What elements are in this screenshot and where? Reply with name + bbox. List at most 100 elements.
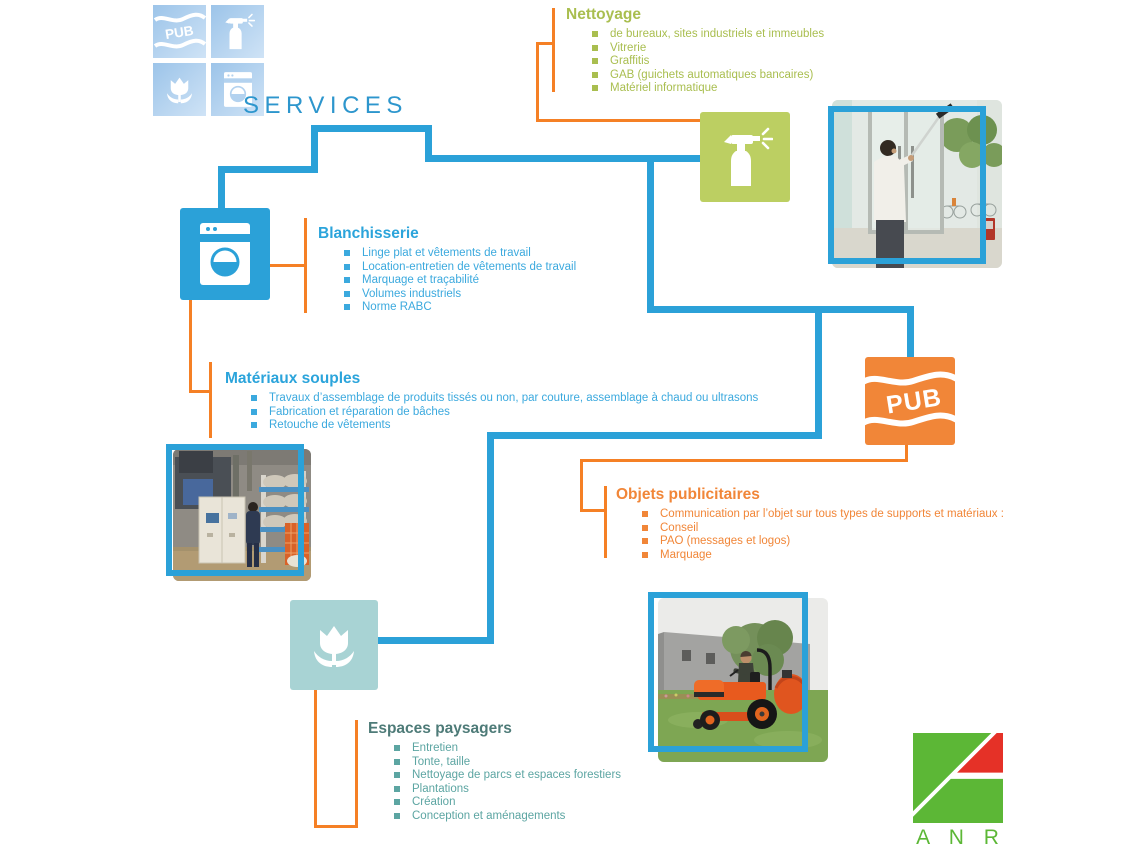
anr-logo: [913, 733, 1003, 823]
list-item: Marquage: [616, 549, 1076, 563]
blue-connector-segment: [647, 306, 914, 313]
tile-blanchisserie: [180, 208, 270, 300]
pub-waves-icon: PUB: [865, 371, 955, 427]
orange-connector-segment: [536, 42, 555, 45]
list-item: Matériel informatique: [566, 82, 986, 96]
section-items: Travaux d’assemblage de produits tissés …: [225, 392, 1065, 433]
anr-logo-icon: [913, 733, 1003, 823]
orange-connector-segment: [189, 300, 192, 393]
photo-frame: [166, 444, 304, 576]
spray-bottle-icon: [724, 127, 773, 186]
list-item: Fabrication et réparation de bâches: [225, 406, 1065, 420]
list-item: GAB (guichets automatiques bancaires): [566, 69, 986, 83]
blue-connector-segment: [318, 125, 432, 132]
section-materiaux-souples: Matériaux souples Travaux d’assemblage d…: [225, 370, 1065, 433]
list-item: Graffitis: [566, 55, 986, 69]
section-items: Linge plat et vêtements de travail Locat…: [318, 247, 738, 315]
list-item: Tonte, taille: [368, 756, 748, 770]
orange-connector-segment: [314, 825, 358, 828]
square-bullet-icon: [592, 31, 598, 37]
list-item: Nettoyage de parcs et espaces forestiers: [368, 769, 748, 783]
list-item: Conseil: [616, 522, 1076, 536]
square-bullet-icon: [592, 44, 598, 51]
list-item: Plantations: [368, 783, 748, 797]
section-title: Objets publicitaires: [616, 486, 760, 503]
square-bullet-icon: [394, 799, 400, 805]
washing-machine-icon: [223, 72, 252, 107]
list-item: Retouche de vêtements: [225, 419, 1065, 433]
orange-connector-segment: [355, 720, 358, 828]
list-item: Conception et aménagements: [368, 810, 748, 824]
square-bullet-icon: [592, 58, 598, 64]
square-bullet-icon: [394, 812, 400, 819]
section-items: Entretien Tonte, taille Nettoyage de par…: [368, 742, 748, 823]
orange-connector-segment: [189, 390, 212, 393]
logo-tile-pub: PUB: [153, 5, 206, 58]
blue-connector-segment: [425, 125, 432, 162]
blue-connector-segment: [378, 637, 494, 644]
tulip-flower-icon: [167, 77, 192, 104]
orange-connector-segment: [314, 690, 317, 828]
section-title: Espaces paysagers: [368, 720, 512, 737]
section-title: Blanchisserie: [318, 225, 419, 242]
section-items: de bureaux, sites industriels et immeubl…: [566, 28, 986, 96]
orange-connector-segment: [580, 509, 607, 512]
orange-connector-segment: [552, 8, 555, 92]
list-item: Volumes industriels: [318, 288, 738, 302]
photo-frame: [828, 106, 986, 264]
square-bullet-icon: [344, 304, 350, 310]
logo-tile-flower: [153, 63, 206, 116]
tulip-flower-icon: [314, 626, 354, 667]
section-items: Communication par l’objet sur tous types…: [616, 508, 1076, 562]
square-bullet-icon: [394, 785, 400, 792]
tile-nettoyage: [700, 112, 790, 202]
square-bullet-icon: [642, 511, 648, 517]
section-nettoyage: Nettoyage de bureaux, sites industriels …: [566, 6, 986, 96]
list-item: Communication par l’objet sur tous types…: [616, 508, 1076, 522]
company-logo-grid: PUB: [153, 5, 264, 116]
photo-industrial-laundry: [173, 449, 311, 581]
square-bullet-icon: [344, 290, 350, 297]
blue-connector-segment: [311, 125, 318, 173]
blue-connector-segment: [487, 432, 822, 439]
list-item: Travaux d’assemblage de produits tissés …: [225, 392, 1065, 406]
section-title: Matériaux souples: [225, 370, 361, 387]
square-bullet-icon: [251, 395, 257, 401]
orange-connector-segment: [304, 218, 307, 313]
list-item: PAO (messages et logos): [616, 535, 1076, 549]
square-bullet-icon: [344, 263, 350, 270]
orange-connector-segment: [905, 445, 908, 462]
blue-connector-segment: [647, 155, 654, 313]
list-item: Norme RABC: [318, 301, 738, 315]
square-bullet-icon: [394, 772, 400, 778]
orange-connector-segment: [270, 264, 307, 267]
square-bullet-icon: [394, 745, 400, 751]
square-bullet-icon: [251, 422, 257, 428]
orange-connector-segment: [580, 459, 908, 462]
blue-connector-segment: [425, 155, 705, 162]
list-item: Vitrerie: [566, 42, 986, 56]
orange-connector-segment: [604, 486, 607, 558]
list-item: Création: [368, 796, 748, 810]
orange-connector-segment: [580, 459, 583, 512]
list-item: de bureaux, sites industriels et immeubl…: [566, 28, 986, 42]
blue-connector-segment: [815, 306, 822, 439]
list-item: Entretien: [368, 742, 748, 756]
square-bullet-icon: [344, 277, 350, 283]
section-blanchisserie: Blanchisserie Linge plat et vêtements de…: [318, 225, 738, 315]
tile-objets-publicitaires: PUB: [865, 357, 955, 445]
square-bullet-icon: [642, 551, 648, 558]
pub-waves-icon: PUB: [153, 12, 206, 49]
tile-espaces-paysagers: [290, 600, 378, 690]
orange-connector-segment: [209, 362, 212, 438]
square-bullet-icon: [642, 524, 648, 531]
orange-connector-segment: [536, 119, 702, 122]
blue-connector-segment: [487, 432, 494, 644]
blue-connector-segment: [218, 166, 225, 214]
photo-frame: [648, 592, 808, 752]
list-item: Linge plat et vêtements de travail: [318, 247, 738, 261]
blue-connector-segment: [907, 306, 914, 363]
section-title: Nettoyage: [566, 6, 641, 23]
square-bullet-icon: [592, 85, 598, 91]
logo-tile-washer: [211, 63, 264, 116]
